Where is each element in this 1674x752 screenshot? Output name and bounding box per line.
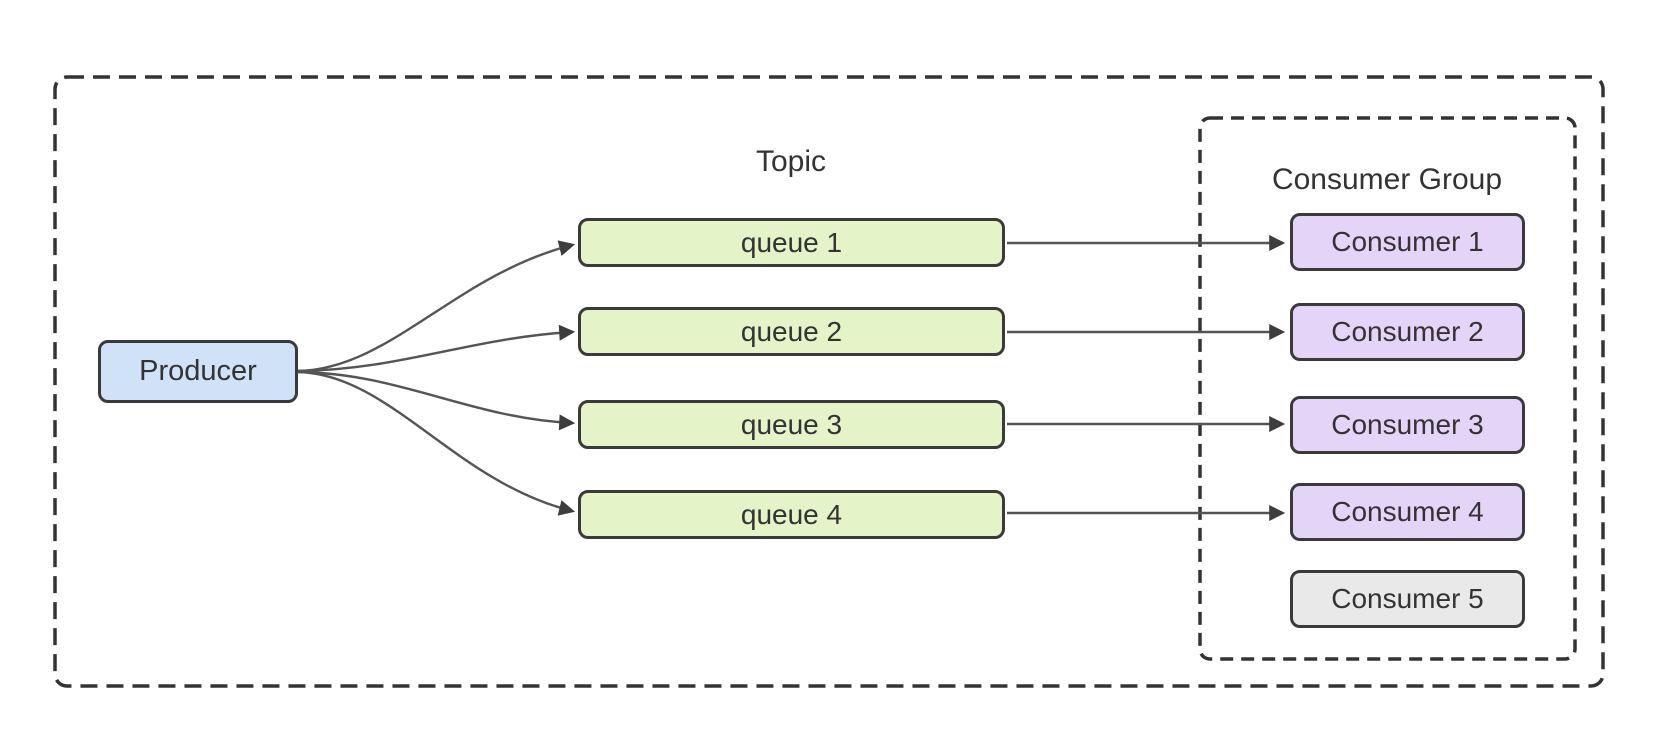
consumer-1-node: Consumer 1 [1290,213,1525,271]
system-boundary [53,75,1605,688]
consumer-group-boundary [1198,116,1577,661]
consumer-5-node: Consumer 5 [1290,570,1525,628]
producer-to-queue1-arrow [297,240,576,373]
queue-2-node: queue 2 [578,307,1005,356]
consumer-3-node: Consumer 3 [1290,396,1525,454]
queue-3-node: queue 3 [578,400,1005,449]
consumer-group-label: Consumer Group [1271,163,1503,196]
producer-to-queue3-arrow [297,370,576,431]
queue-4-node: queue 4 [578,490,1005,539]
queue-1-node: queue 1 [578,218,1005,267]
topic-label: Topic [755,145,827,178]
producer-node: Producer [98,340,298,403]
consumer-4-node: Consumer 4 [1290,483,1525,541]
producer-to-queue4-arrow [297,370,576,516]
consumer-2-node: Consumer 2 [1290,303,1525,361]
producer-to-queue2-arrow [297,324,576,373]
